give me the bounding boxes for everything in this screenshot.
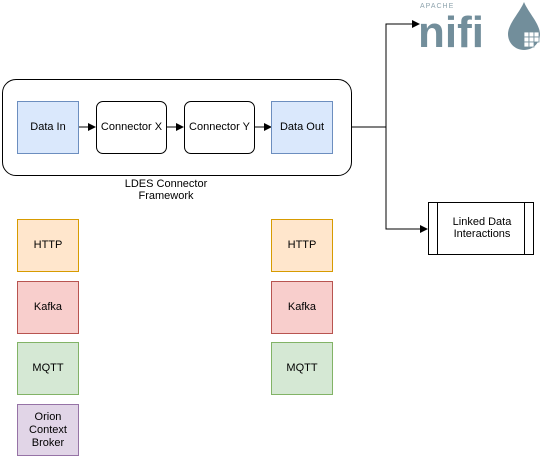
data-in-node: Data In (17, 101, 79, 154)
input-kafka-box: Kafka (17, 281, 79, 334)
ldes-framework-container (2, 79, 352, 176)
linked-data-label: Linked Data Interactions (452, 216, 512, 240)
input-http-box: HTTP (17, 219, 79, 272)
input-mqtt-box: MQTT (17, 342, 79, 395)
logo-apache-text: APACHE (420, 3, 454, 10)
output-http-box: HTTP (271, 219, 333, 272)
apache-nifi-logo: APACHE nifi (418, 0, 542, 57)
arrow-framework-nifi (352, 20, 420, 128)
arrow-framework-linked-data (385, 127, 428, 233)
process-left-bar (437, 203, 438, 254)
output-mqtt-box: MQTT (271, 342, 333, 395)
framework-caption: LDES Connector Framework (124, 178, 208, 202)
linked-data-node: Linked Data Interactions (428, 202, 534, 255)
logo-nifi-word: nifi (418, 8, 484, 52)
nifi-logo-graphic: APACHE nifi (418, 2, 540, 57)
process-right-bar (524, 203, 525, 254)
grid-icon (523, 31, 540, 48)
data-out-node: Data Out (271, 101, 333, 154)
input-orion-box: Orion Context Broker (17, 404, 79, 456)
output-kafka-box: Kafka (271, 281, 333, 334)
connector-x-node: Connector X (96, 101, 167, 154)
connector-y-node: Connector Y (184, 101, 255, 154)
